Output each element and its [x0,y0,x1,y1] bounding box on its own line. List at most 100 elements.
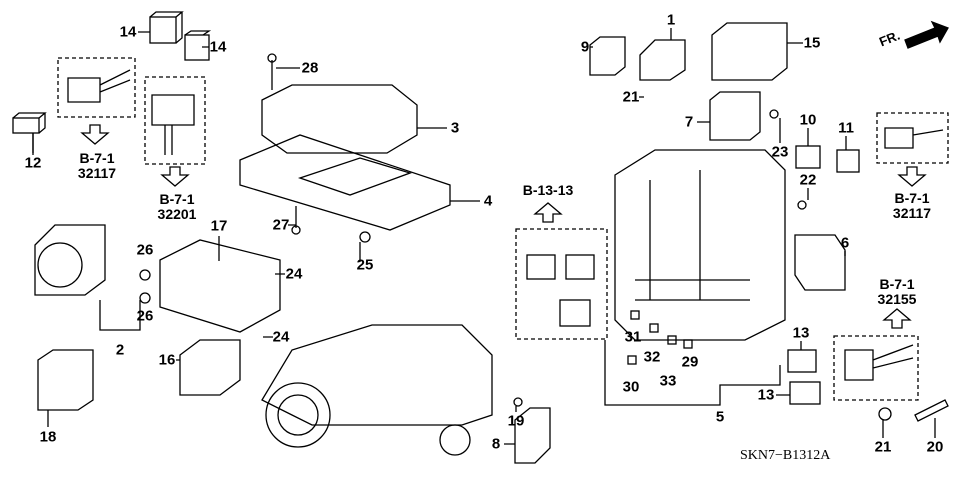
callout-6: 6 [840,234,850,252]
callout-13: 13 [757,386,775,404]
reference-b71-32117-right[interactable]: B-7-1 32117 [893,191,931,221]
callout-25: 25 [356,256,374,274]
callout-16: 16 [158,351,176,369]
ref-number: 32201 [157,206,197,222]
callout-27: 27 [272,216,290,234]
vehicle [261,324,493,426]
reference-b71-32117[interactable]: B-7-1 32117 [78,151,116,181]
callout-22: 22 [799,171,817,189]
fuse-30 [627,355,637,365]
relay [526,254,556,280]
unit-2 [34,224,106,296]
callout-7: 7 [684,113,694,131]
reference-b1313[interactable]: B-13-13 [523,183,574,198]
relay-13b [789,381,821,405]
callout-1: 1 [666,11,676,29]
fuse-box-detail [635,170,750,301]
fuse-31 [630,310,640,320]
bolt-21 [878,407,892,421]
callout-4: 4 [483,192,493,210]
connector-3 [884,127,944,149]
ref-section: B-7-1 [879,276,915,292]
callout-28: 28 [301,59,319,77]
leader-5 [604,340,781,406]
callout-29: 29 [681,353,699,371]
fuse-33 [667,335,677,345]
relay-9 [589,36,626,76]
down-arrow-2 [160,166,190,187]
callout-8: 8 [491,435,501,453]
nut-26a [139,269,151,281]
ecu-3 [261,84,418,154]
unit-15 [711,22,788,81]
fuse-29 [683,339,693,349]
up-arrow-3 [533,202,563,223]
bracket-1 [639,39,686,81]
bracket-6 [794,234,846,291]
callout-21: 21 [874,438,892,456]
reference-b71-32201[interactable]: B-7-1 32201 [158,192,197,222]
diagram-code: SKN7−B1312A [740,448,831,463]
relay-12 [12,112,47,153]
callout-24: 24 [272,328,290,346]
ref-number: 32155 [877,291,917,307]
callout-23: 23 [771,143,789,161]
up-arrow-5 [882,308,912,329]
relay [559,299,591,327]
bolt-27 [291,225,301,235]
bolt-19 [513,397,523,407]
callout-15: 15 [803,34,821,52]
callout-24: 24 [285,265,303,283]
callout-33: 33 [659,372,677,390]
callout-31: 31 [624,328,642,346]
relay-14a [149,11,184,44]
leader-lines [32,28,936,445]
ref-section: B-7-1 [159,191,195,207]
callout-32: 32 [643,348,661,366]
relay [565,254,595,280]
wheel [439,424,471,456]
nut-25 [359,231,371,243]
unit-16 [179,339,241,396]
bolt-22 [797,200,807,210]
spare-tire [265,382,331,448]
reference-b71-32155[interactable]: B-7-1 32155 [878,277,917,307]
connector-1 [67,69,131,103]
callout-30: 30 [622,378,640,396]
relay-box-b1313 [515,228,608,340]
connector-box-1 [57,57,136,118]
leader-2 [99,300,141,331]
ref-section: B-7-1 [894,190,930,206]
bolts [271,60,361,262]
relay-14b [184,30,212,61]
connector-box-3 [876,112,949,164]
connector-4 [844,344,914,381]
callout-18: 18 [39,428,57,446]
callout-3: 3 [450,119,460,137]
bracket-8 [514,407,551,464]
callout-17: 17 [210,217,228,235]
callout-14: 14 [209,38,227,56]
relay-11 [836,149,860,173]
bolt-28 [267,53,277,63]
callout-5: 5 [715,408,725,426]
callout-10: 10 [799,111,817,129]
spare-tire-hub [277,394,319,436]
callout-19: 19 [507,412,525,430]
bolt-23 [769,109,779,119]
callout-2: 2 [115,341,125,359]
front-arrow-icon [904,20,949,49]
bracket-20 [914,399,949,422]
nut-26b [139,292,151,304]
connector-2 [151,94,195,155]
bracket-4 [239,134,451,231]
down-arrow-4 [897,166,927,187]
callout-9: 9 [580,38,590,56]
ref-section: B-13-13 [522,182,574,198]
ref-number: 32117 [892,205,932,221]
cover-17 [159,239,281,333]
fuse-32 [649,323,659,333]
unit-2-face [37,242,83,288]
connector-box-4 [833,335,919,401]
